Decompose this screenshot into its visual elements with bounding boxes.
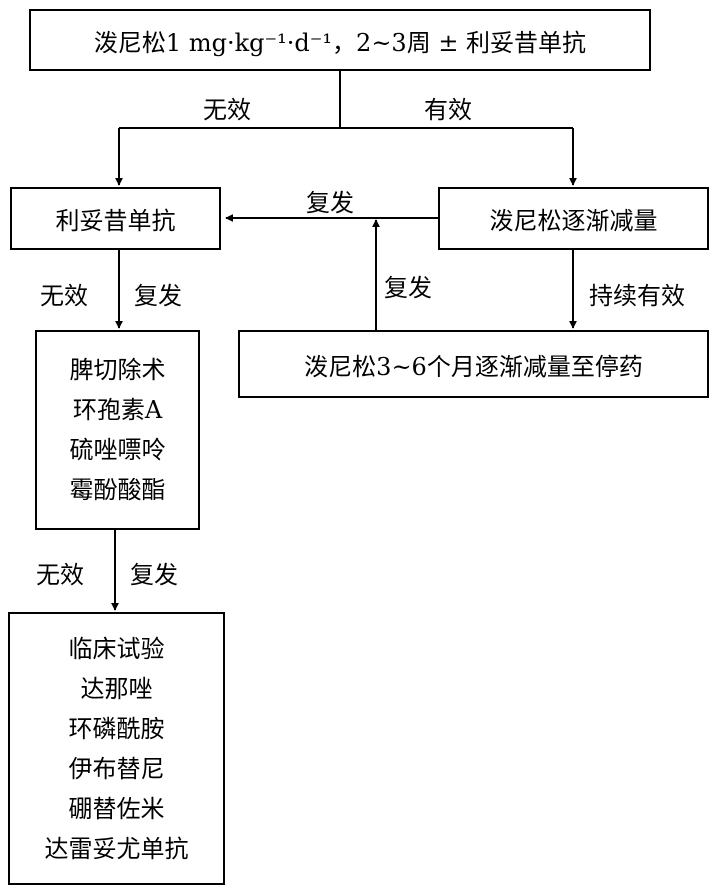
edge-label-effective: 有效 <box>424 96 472 124</box>
second-line-item: 霉酚酸酯 <box>69 476 166 504</box>
third-line-item: 临床试验 <box>68 634 165 663</box>
third-line-box: 临床试验 达那唑 环磷酰胺 伊布替尼 硼替佐米 达雷妥尤单抗 <box>8 612 225 885</box>
prednisone-long-taper-box: 泼尼松3~6个月逐渐减量至停药 <box>238 330 709 398</box>
edge-label-relapse-to-rituximab: 复发 <box>306 189 354 217</box>
edge-label-ineffective-3: 无效 <box>36 561 84 589</box>
prednisone-long-taper-label: 泼尼松3~6个月逐渐减量至停药 <box>304 352 643 381</box>
second-line-item: 硫唑嘌呤 <box>69 436 166 464</box>
rituximab-label: 利妥昔单抗 <box>55 207 176 235</box>
prednisone-taper-label: 泼尼松逐渐减量 <box>489 207 658 235</box>
edge-label-relapse-3: 复发 <box>130 561 178 589</box>
edge-label-ineffective: 无效 <box>203 96 251 124</box>
third-line-item: 环磷酰胺 <box>68 714 165 743</box>
second-line-box: 脾切除术 环孢素A 硫唑嘌呤 霉酚酸酯 <box>35 330 200 530</box>
edge-label-sustained: 持续有效 <box>589 282 685 310</box>
edge-label-relapse-2: 复发 <box>134 282 182 310</box>
second-line-item: 脾切除术 <box>69 356 166 384</box>
prednisone-taper-box: 泼尼松逐渐减量 <box>438 187 709 250</box>
start-treatment-box: 泼尼松1 mg·kg⁻¹·d⁻¹，2~3周 ± 利妥昔单抗 <box>29 9 651 71</box>
third-line-item: 达雷妥尤单抗 <box>44 834 189 863</box>
third-line-item: 达那唑 <box>80 674 153 703</box>
third-line-item: 硼替佐米 <box>68 794 165 823</box>
edge-label-relapse-up: 复发 <box>384 274 432 302</box>
edge-label-ineffective-2: 无效 <box>40 282 88 310</box>
second-line-item: 环孢素A <box>72 396 163 424</box>
rituximab-box: 利妥昔单抗 <box>10 187 221 250</box>
third-line-item: 伊布替尼 <box>68 754 165 783</box>
start-treatment-label: 泼尼松1 mg·kg⁻¹·d⁻¹，2~3周 ± 利妥昔单抗 <box>93 28 587 57</box>
